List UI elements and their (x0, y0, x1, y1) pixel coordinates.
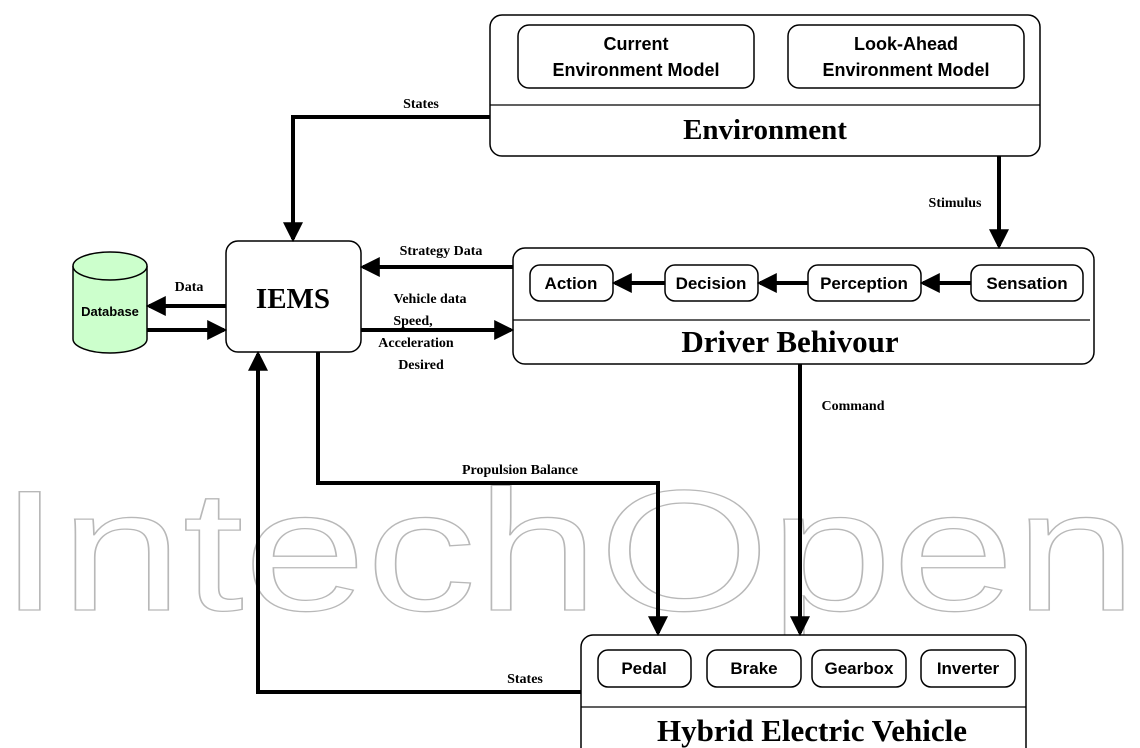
stimulus-label: Stimulus (929, 196, 982, 211)
environment-title: Environment (683, 114, 847, 146)
gearbox-label: Gearbox (825, 659, 895, 678)
iems-label: IEMS (256, 283, 330, 315)
current-model-line-1: Current (603, 34, 668, 54)
database-label: Database (81, 304, 139, 319)
gearbox-box (811, 649, 907, 688)
vehicle-data-line-4: Desired (398, 358, 444, 373)
lookahead-model-line-1: Look-Ahead (854, 34, 958, 54)
lookahead-model-line-2: Environment Model (822, 60, 989, 80)
pedal-box (597, 649, 692, 688)
driver-behaviour-box (512, 247, 1095, 365)
pedal-label: Pedal (621, 659, 666, 678)
propulsion-balance-label: Propulsion Balance (462, 463, 578, 478)
environment-block: Current Environment Model Look-Ahead Env… (489, 14, 1041, 157)
driver-behaviour-block: Action Decision Perception Sensation Dri… (512, 247, 1095, 365)
data-label: Data (175, 280, 204, 295)
vehicle-data-line-2: Speed, (393, 314, 432, 329)
current-environment-model-box (517, 24, 755, 89)
states-bottom-label: States (507, 672, 543, 687)
inverter-label: Inverter (937, 659, 1000, 678)
command-label: Command (821, 399, 884, 414)
brake-label: Brake (730, 659, 777, 678)
arrow-hev-states-to-iems (248, 350, 581, 694)
vehicle-data-line-1: Vehicle data (394, 292, 467, 307)
hev-title: Hybrid Electric Vehicle (657, 713, 967, 748)
sensation-label: Sensation (986, 274, 1067, 293)
database-top (72, 251, 148, 281)
driver-behaviour-title: Driver Behivour (681, 324, 898, 359)
arrow-environment-states-to-iems (283, 115, 490, 243)
decision-label: Decision (676, 274, 747, 293)
arrow-propulsion-balance (316, 352, 668, 637)
iems-block: IEMS (225, 240, 362, 353)
inverter-box (920, 649, 1016, 688)
brake-box (706, 649, 802, 688)
states-top-label: States (403, 97, 439, 112)
lookahead-environment-model-box (787, 24, 1025, 89)
action-label: Action (545, 274, 598, 293)
database-cylinder: Database (72, 251, 148, 354)
hybrid-electric-vehicle-block: Pedal Brake Gearbox Inverter Hybrid Elec… (580, 634, 1027, 748)
perception-label: Perception (820, 274, 908, 293)
database-body (72, 266, 148, 354)
vehicle-data-line-3: Acceleration (378, 336, 454, 351)
strategy-data-label: Strategy Data (400, 244, 483, 259)
current-model-line-2: Environment Model (552, 60, 719, 80)
watermark-text: IntechOpen (0, 455, 1137, 647)
